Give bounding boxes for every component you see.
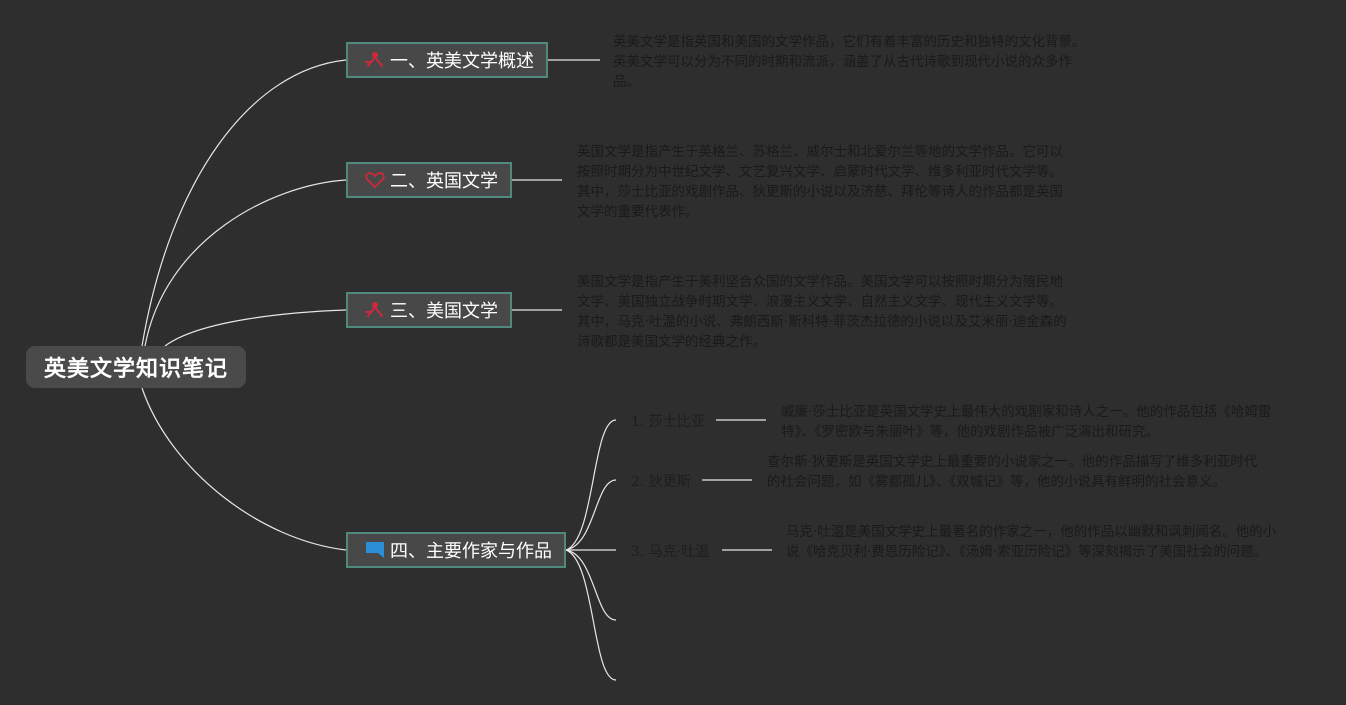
connector-root-topic-4 xyxy=(141,387,347,551)
subtopic-note: 查尔斯·狄更斯是英国文学史上最重要的小说家之一。他的作品描写了维多利亚时代的社会… xyxy=(767,454,1258,490)
subtopic-note: 威廉·莎士比亚是英国文学史上最伟大的戏剧家和诗人之一。他的作品包括《哈姆雷特》、… xyxy=(781,404,1272,440)
subtopic-note: 马克·吐温是美国文学史上最著名的作家之一，他的作品以幽默和讽刺闻名。他的小说《哈… xyxy=(786,524,1277,560)
subtopic-shakespeare[interactable]: 1. 莎士比亚 xyxy=(631,414,705,430)
topic-major-authors[interactable]: 四、主要作家与作品 xyxy=(346,532,566,568)
topic-note: 美国文学是指产生于美利坚合众国的文学作品。美国文学可以按照时期分为殖民地文学、美… xyxy=(577,274,1067,350)
connector-root-topic-1 xyxy=(141,59,347,347)
topic-note: 英国文学是指产生于英格兰、苏格兰、威尔士和北爱尔兰等地的文学作品。它可以按照时期… xyxy=(577,144,1063,220)
tools-icon xyxy=(365,52,383,67)
topic-label: 二、英国文学 xyxy=(390,171,498,192)
flag-icon xyxy=(366,542,384,558)
connector-topic-4-empty-2 xyxy=(565,549,617,681)
tools-icon xyxy=(365,302,383,317)
connector-root-topic-2 xyxy=(144,179,347,347)
topic-label: 一、英美文学概述 xyxy=(390,51,534,72)
heart-icon xyxy=(365,172,385,189)
topic-note: 英美文学是指英国和美国的文学作品，它们有着丰富的历史和独特的文化背景。英美文学可… xyxy=(613,34,1086,90)
connector-topic-4-sub-2 xyxy=(565,479,617,551)
connector-topic-4-empty-1 xyxy=(565,549,617,621)
subtopic-mark-twain[interactable]: 3. 马克·吐温 xyxy=(631,544,710,560)
topic-label: 四、主要作家与作品 xyxy=(390,541,552,562)
connector-topic-4-sub-1 xyxy=(565,419,617,551)
connector-root-topic-3 xyxy=(164,309,347,347)
subtopic-dickens[interactable]: 2. 狄更斯 xyxy=(631,474,691,490)
topic-british-literature[interactable]: 二、英国文学 xyxy=(346,162,512,198)
root-title: 英美文学知识笔记 xyxy=(43,357,228,382)
root-topic[interactable]: 英美文学知识笔记 xyxy=(26,346,246,388)
topic-overview[interactable]: 一、英美文学概述 xyxy=(346,42,548,78)
topic-label: 三、美国文学 xyxy=(390,301,498,322)
topic-american-literature[interactable]: 三、美国文学 xyxy=(346,292,512,328)
